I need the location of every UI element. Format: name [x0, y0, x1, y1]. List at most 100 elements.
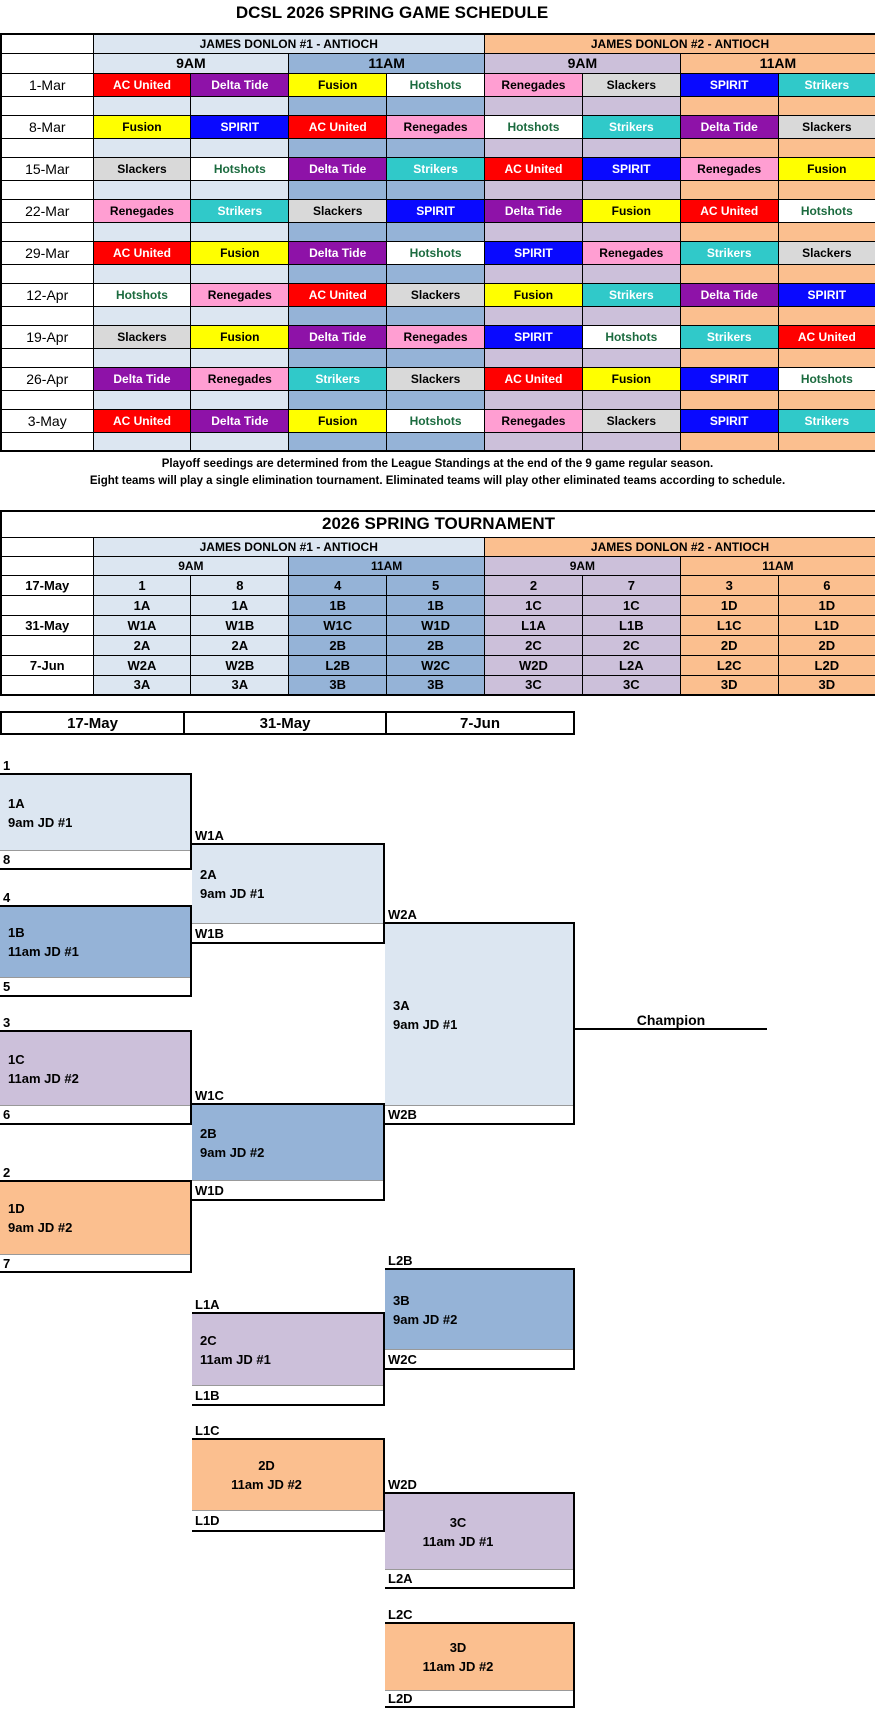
champion-label: Champion — [636, 1012, 706, 1028]
game-id: 1C — [8, 1051, 25, 1067]
game-cell: W1B — [190, 614, 290, 636]
team-cell: Slackers — [581, 72, 681, 97]
team-cell: SPIRIT — [484, 240, 583, 265]
team-cell: Hotshots — [777, 198, 875, 223]
game-cell: L2B — [288, 654, 388, 676]
game-cell: 3D — [777, 674, 875, 696]
game-cell: 2A — [92, 634, 192, 656]
team-cell: Hotshots — [484, 114, 583, 139]
game-cell: 1C — [581, 594, 681, 616]
team-cell: Hotshots — [386, 240, 485, 265]
team-cell: Slackers — [777, 240, 875, 265]
game-cell: 2D — [679, 634, 779, 656]
seed-cell: 2 — [484, 574, 583, 596]
team-cell: Renegades — [484, 72, 583, 97]
schedule-row: 1-Mar AC United Delta Tide Fusion Hotsho… — [0, 72, 875, 97]
team-cell: SPIRIT — [679, 366, 779, 391]
corner-cell — [0, 33, 94, 54]
source-label: W2D — [388, 1477, 417, 1492]
seed-cell: 5 — [386, 574, 485, 596]
source-label: W1A — [195, 828, 224, 843]
game-cell: W1A — [92, 614, 192, 636]
team-cell: Delta Tide — [190, 72, 290, 97]
team-cell: Strikers — [190, 198, 290, 223]
team-cell: Fusion — [581, 198, 681, 223]
game-id: 1D — [8, 1201, 25, 1216]
team-cell: Fusion — [92, 114, 192, 139]
team-cell: AC United — [92, 72, 192, 97]
playoff-notes: Playoff seedings are determined from the… — [0, 456, 875, 490]
corner-cell — [0, 555, 94, 576]
date-cell: 22-Mar — [0, 198, 94, 223]
game-time: 9am JD #1 — [8, 814, 73, 830]
team-cell: Slackers — [386, 282, 485, 307]
game-cell: W2B — [190, 654, 290, 676]
spacer-row — [0, 179, 875, 200]
time-header: 11AM — [288, 555, 485, 576]
team-cell: Delta Tide — [679, 114, 779, 139]
time-header: 9AM — [484, 555, 681, 576]
game-cell: 3A — [92, 674, 192, 696]
game-cell: 3C — [484, 674, 583, 696]
seed-cell: 6 — [777, 574, 875, 596]
team-cell: AC United — [288, 114, 388, 139]
date-cell: 26-Apr — [0, 366, 94, 391]
team-cell: Renegades — [92, 198, 192, 223]
time-header: 9AM — [92, 52, 290, 74]
seed-label: 1 — [3, 758, 11, 773]
team-cell: Strikers — [777, 72, 875, 97]
team-cell: Fusion — [190, 240, 290, 265]
date-cell: 7-Jun — [0, 654, 94, 676]
team-cell: Strikers — [581, 282, 681, 307]
team-cell: Strikers — [777, 408, 875, 433]
seed-cell: 7 — [581, 574, 681, 596]
bracket-date: 31-May — [183, 713, 385, 733]
tournament-row: 7-Jun W2A W2B L2B W2C W2D L2A L2C L2D — [0, 654, 875, 676]
game-time: 11am JD #2 — [422, 1659, 494, 1674]
bracket-date-header: 17-May 31-May 7-Jun — [0, 711, 575, 735]
game-cell: L2A — [581, 654, 681, 676]
schedule-row: 19-Apr Slackers Fusion Delta Tide Renega… — [0, 324, 875, 349]
game-cell: W2A — [92, 654, 192, 676]
date-cell: 17-May — [0, 574, 94, 596]
source-label: L2A — [385, 1569, 573, 1587]
game-time: 9am JD #2 — [393, 1311, 458, 1327]
time-header: 9AM — [484, 52, 681, 74]
game-cell: 1D — [679, 594, 779, 616]
game-cell: 3D — [679, 674, 779, 696]
game-time: 11am JD #1 — [422, 1533, 494, 1549]
schedule-table: JAMES DONLON #1 - ANTIOCH JAMES DONLON #… — [0, 33, 875, 452]
team-cell: Delta Tide — [288, 156, 388, 181]
game-id: 3C — [449, 1514, 467, 1530]
source-label: L1D — [192, 1510, 383, 1530]
team-cell: Slackers — [92, 324, 192, 349]
source-label: L1A — [195, 1297, 220, 1312]
game-time: 9am JD #2 — [200, 1144, 265, 1160]
team-cell: Strikers — [679, 324, 779, 349]
team-cell: Delta Tide — [679, 282, 779, 307]
game-cell: 3B — [288, 674, 388, 696]
team-cell: Delta Tide — [288, 240, 388, 265]
source-label: L1B — [192, 1385, 383, 1404]
team-cell: Slackers — [581, 408, 681, 433]
time-header: 11AM — [288, 52, 485, 74]
venue-2-header: JAMES DONLON #2 - ANTIOCH — [484, 33, 875, 54]
game-cell: 3B — [386, 674, 485, 696]
game-cell: 1D — [777, 594, 875, 616]
seed-cell: 4 — [288, 574, 388, 596]
source-label: W2B — [385, 1105, 573, 1123]
game-cell: 1A — [92, 594, 192, 616]
team-cell: Fusion — [581, 366, 681, 391]
venue-1-header: JAMES DONLON #1 - ANTIOCH — [92, 536, 485, 557]
time-header: 11AM — [679, 52, 875, 74]
game-time: 11am JD #1 — [200, 1351, 271, 1367]
team-cell: Renegades — [484, 408, 583, 433]
game-cell: W2D — [484, 654, 583, 676]
seed-label: 2 — [3, 1165, 11, 1180]
team-cell: Hotshots — [386, 72, 485, 97]
